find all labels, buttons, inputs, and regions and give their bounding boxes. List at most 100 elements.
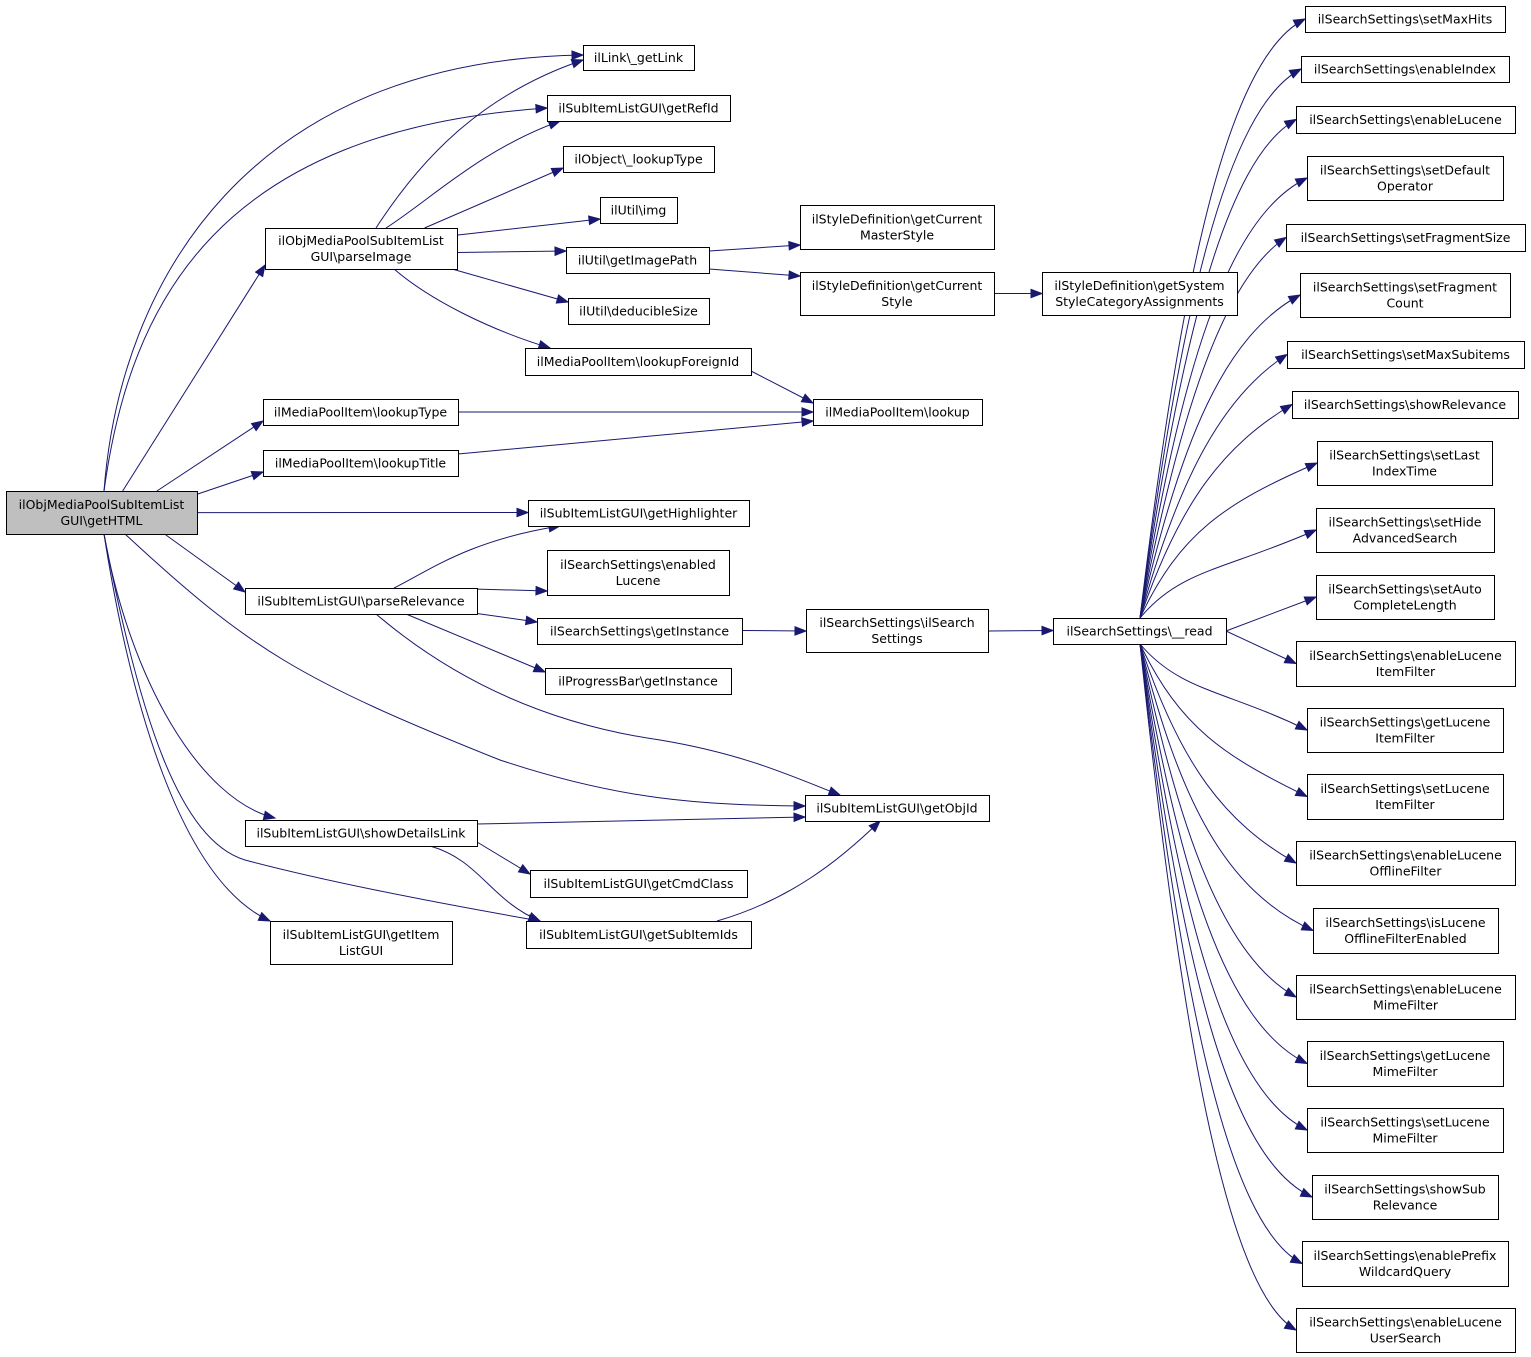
node-enableLuceneOfflineFilter[interactable]: ilSearchSettings\enableLuceneOfflineFilt… — [1296, 841, 1516, 886]
node-getCmdClass[interactable]: ilSubItemListGUI\getCmdClass — [530, 870, 748, 898]
edge-parseImage-to-lookupTypeObj — [424, 167, 564, 229]
node-showDetailsLink[interactable]: ilSubItemListGUI\showDetailsLink — [245, 820, 478, 847]
node-label-getCmdClass-line1: ilSubItemListGUI\getCmdClass — [543, 876, 733, 891]
node-mpLookup[interactable]: ilMediaPoolItem\lookup — [813, 399, 983, 426]
node-box-enableLuceneUserSearch — [1296, 1308, 1516, 1353]
node-getLink[interactable]: ilLink\_getLink — [583, 45, 695, 71]
edge-parseImage-to-lookupForeignId — [393, 268, 551, 349]
node-setFragmentSize[interactable]: ilSearchSettings\setFragmentSize — [1286, 224, 1526, 252]
edge-lookupForeignId-to-mpLookup — [750, 370, 814, 404]
arrowhead-getHTML-to-getHighlighter — [516, 507, 530, 518]
node-ssConstruct[interactable]: ilSearchSettings\ilSearchSettings — [806, 609, 989, 653]
node-label-getCurrentStyle-line2: Style — [881, 294, 913, 309]
node-getSystemStyleCat[interactable]: ilStyleDefinition\getSystemStyleCategory… — [1042, 272, 1238, 316]
node-getObjId[interactable]: ilSubItemListGUI\getObjId — [805, 795, 990, 822]
node-label-getCurrentMasterStyle-line1: ilStyleDefinition\getCurrent — [812, 212, 983, 227]
node-parseRelevance[interactable]: ilSubItemListGUI\parseRelevance — [245, 588, 478, 615]
node-pbGetInstance[interactable]: ilProgressBar\getInstance — [545, 668, 732, 695]
edge-getHTML-to-mpLookupTitle — [196, 471, 264, 495]
node-getRefId[interactable]: ilSubItemListGUI\getRefId — [547, 95, 731, 122]
node-enableLucene[interactable]: ilSearchSettings\enableLucene — [1296, 106, 1516, 134]
arrowhead-getHTML-to-getItemListGUI — [257, 911, 272, 922]
node-ssGetInstance[interactable]: ilSearchSettings\getInstance — [537, 618, 743, 645]
arrowhead-getImagePath-to-getCurrentStyle — [788, 270, 802, 281]
node-setMaxHits[interactable]: ilSearchSettings\setMaxHits — [1305, 6, 1506, 33]
node-label-enableLuceneMimeFilter-line1: ilSearchSettings\enableLucene — [1309, 982, 1502, 997]
arrowhead-ssRead-to-setFragmentCount — [1287, 294, 1302, 305]
edge-parseRelevance-to-getHighlighter — [393, 525, 561, 589]
node-showRelevance[interactable]: ilSearchSettings\showRelevance — [1292, 391, 1519, 419]
node-mpLookupType[interactable]: ilMediaPoolItem\lookupType — [263, 399, 459, 426]
node-isLuceneOfflineFilterEnabled[interactable]: ilSearchSettings\isLuceneOfflineFilterEn… — [1313, 908, 1499, 954]
node-lookupForeignId[interactable]: ilMediaPoolItem\lookupForeignId — [525, 348, 752, 376]
node-label-pbGetInstance-line1: ilProgressBar\getInstance — [558, 674, 718, 689]
arrowhead-getImagePath-to-getCurrentMasterStyle — [788, 240, 802, 251]
node-getSubItemIds[interactable]: ilSubItemListGUI\getSubItemIds — [526, 921, 752, 949]
node-img[interactable]: ilUtil\img — [600, 197, 678, 224]
node-label-getImagePath-line1: ilUtil\getImagePath — [578, 253, 697, 268]
node-label-setLastIndexTime-line1: ilSearchSettings\setLast — [1329, 448, 1480, 463]
arrowhead-ssRead-to-setDefaultOperator — [1294, 177, 1309, 188]
arrowhead-getHTML-to-getObjId — [793, 800, 807, 811]
arrowhead-ssRead-to-isLuceneOfflineFilterEnabled — [1300, 921, 1315, 932]
node-box-getImagePath — [566, 247, 710, 274]
edge-ssRead-to-setHideAdvancedSearch — [1139, 529, 1317, 619]
node-setMaxSubitems[interactable]: ilSearchSettings\setMaxSubitems — [1287, 341, 1525, 369]
arrowhead-lookupForeignId-to-mpLookup — [800, 393, 815, 404]
node-label-isLuceneOfflineFilterEnabled-line1: ilSearchSettings\isLucene — [1325, 915, 1486, 930]
arrowhead-getHTML-to-parseImage — [254, 263, 266, 278]
arrowhead-parseRelevance-to-pbGetInstance — [532, 663, 547, 673]
node-getImagePath[interactable]: ilUtil\getImagePath — [566, 247, 710, 274]
node-box-enabledLucene — [547, 550, 730, 596]
edge-getHTML-to-mpLookupType — [156, 420, 264, 492]
edge-getHTML-to-getLink — [103, 54, 584, 492]
node-enableIndex[interactable]: ilSearchSettings\enableIndex — [1301, 56, 1510, 83]
node-label-ssRead-line1: ilSearchSettings\__read — [1066, 624, 1212, 639]
node-ssRead[interactable]: ilSearchSettings\__read — [1053, 618, 1227, 645]
node-getHighlighter[interactable]: ilSubItemListGUI\getHighlighter — [528, 500, 750, 527]
node-label-ssGetInstance-line1: ilSearchSettings\getInstance — [550, 624, 729, 639]
node-label-deducibleSize-line1: ilUtil\deducibleSize — [579, 304, 698, 319]
arrowhead-mpLookupTitle-to-mpLookup — [801, 417, 815, 427]
node-label-getHighlighter-line1: ilSubItemListGUI\getHighlighter — [540, 506, 738, 521]
node-box-getLink — [583, 45, 695, 71]
edge-ssRead-to-setMaxHits — [1139, 18, 1306, 619]
node-box-getCmdClass — [530, 870, 748, 898]
node-deducibleSize[interactable]: ilUtil\deducibleSize — [568, 298, 710, 325]
arrowhead-getHTML-to-mpLookupType — [250, 420, 265, 432]
arrowhead-ssRead-to-enableLuceneItemFilter — [1283, 654, 1298, 665]
node-mpLookupTitle[interactable]: ilMediaPoolItem\lookupTitle — [263, 450, 459, 477]
node-box-getItemListGUI — [270, 921, 453, 965]
node-box-enableIndex — [1301, 56, 1510, 83]
node-label-parseImage-line2: GUI\parseImage — [311, 249, 412, 264]
node-box-showSubRelevance — [1312, 1175, 1499, 1220]
node-box-deducibleSize — [568, 298, 710, 325]
node-lookupTypeObj[interactable]: ilObject\_lookupType — [563, 146, 715, 173]
arrowhead-parseImage-to-img — [588, 215, 602, 226]
edge-parseImage-to-getLink — [375, 59, 584, 229]
node-label-enableLuceneMimeFilter-line2: MimeFilter — [1373, 998, 1439, 1013]
edge-getHTML-to-getSubItemIds — [103, 533, 541, 922]
node-label-mpLookup-line1: ilMediaPoolItem\lookup — [825, 405, 970, 420]
node-enablePrefixWildcardQuery[interactable]: ilSearchSettings\enablePrefixWildcardQue… — [1302, 1241, 1509, 1287]
node-box-getSystemStyleCat — [1042, 272, 1238, 316]
